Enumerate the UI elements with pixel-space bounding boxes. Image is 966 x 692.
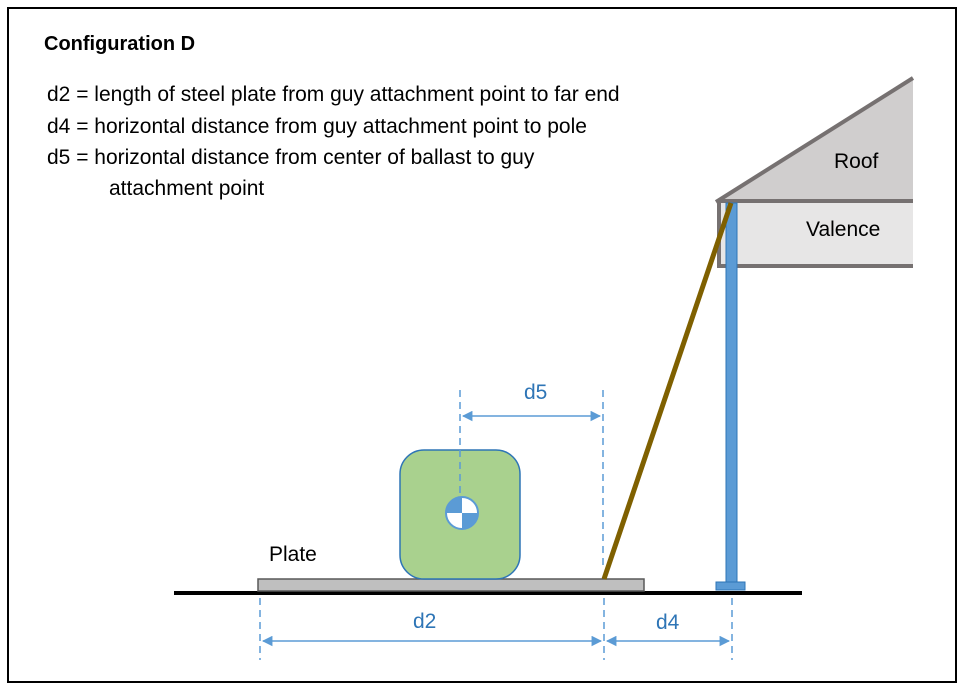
definition-d5: d5 = horizontal distance from center of … [47,146,535,169]
plate-label: Plate [269,543,317,566]
valence-label: Valence [806,218,880,241]
steel-plate [257,578,645,592]
definition-d4: d4 = horizontal distance from guy attach… [47,115,587,138]
roof-label: Roof [834,150,879,173]
pole [725,202,738,584]
d2-label: d2 [413,610,436,633]
definition-d2: d2 = length of steel plate from guy atta… [47,83,620,106]
valence [719,201,913,266]
roof-edge [714,76,915,204]
pole-base [715,581,746,591]
guy-wire [601,202,734,580]
center-of-ballast-icon [445,496,479,530]
d4-label: d4 [656,611,680,634]
diagram-title: Configuration D [44,33,195,55]
definition-d5-continued: attachment point [109,177,264,200]
d5-label: d5 [524,381,547,404]
